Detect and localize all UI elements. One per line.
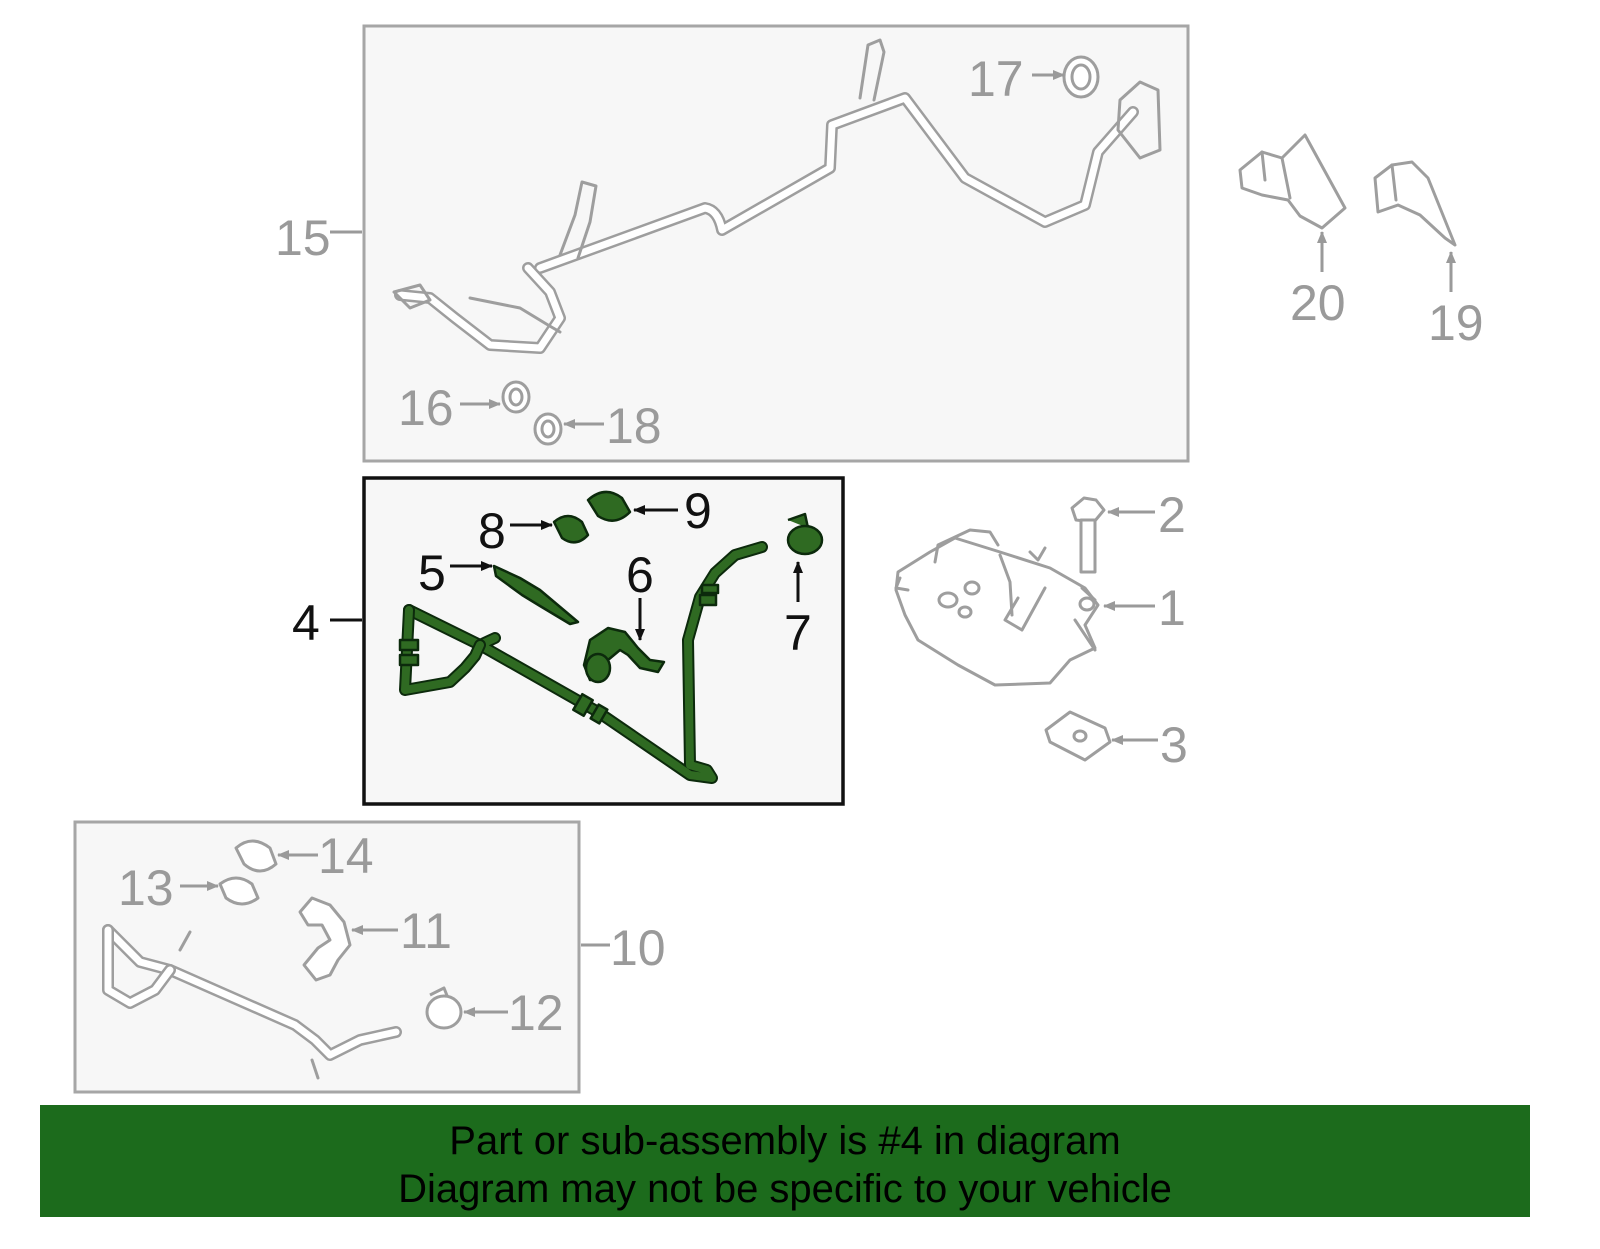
callout-3: 3 [1160,717,1188,773]
callout-13: 13 [118,860,174,916]
banner-line-1: Part or sub-assembly is #4 in diagram [449,1119,1121,1163]
callout-4: 4 [292,595,320,651]
part-6-clamp[interactable] [582,626,666,684]
part-11-clamp[interactable] [298,896,352,982]
part-1-cooler-module[interactable] [894,528,1100,687]
callout-15: 15 [275,210,331,266]
callout-11: 11 [400,903,452,959]
part-16-o-ring[interactable] [501,380,531,414]
callout-17: 17 [968,51,1024,107]
part-4-hose-assembly[interactable] [398,541,768,784]
part-12-clip[interactable] [425,986,463,1030]
callout-12: 12 [508,985,564,1041]
part-9-seal[interactable] [586,490,632,522]
part-7-clip[interactable] [786,512,824,556]
part-20-bracket[interactable] [1238,133,1347,230]
part-3-nut-clip[interactable] [1044,710,1112,762]
part-8-seal[interactable] [552,514,590,544]
part-18-o-ring[interactable] [533,412,563,446]
part-19-bracket[interactable] [1373,160,1457,247]
callout-18: 18 [606,398,662,454]
assembly-box-15 [362,24,1190,463]
callout-16: 16 [398,380,454,436]
callout-9: 9 [684,483,712,539]
callout-2: 2 [1158,487,1186,543]
info-banner: Part or sub-assembly is #4 in diagram Di… [40,1105,1530,1217]
part-5-shield[interactable] [492,564,580,626]
callout-20: 20 [1290,275,1346,331]
part-17-o-ring[interactable] [1062,55,1100,99]
callout-10: 10 [610,920,666,976]
part-10-hose-assembly[interactable] [102,924,402,1080]
callout-5: 5 [418,545,446,601]
banner-line-2: Diagram may not be specific to your vehi… [398,1167,1172,1211]
callout-1: 1 [1158,580,1186,636]
part-14-seal[interactable] [234,839,278,873]
part-13-seal[interactable] [218,876,260,906]
callout-8: 8 [478,503,506,559]
callout-19: 19 [1428,295,1484,351]
callout-7: 7 [784,605,812,661]
callout-14: 14 [318,828,374,884]
part-2-bolt[interactable] [1070,496,1106,574]
callout-6: 6 [626,547,654,603]
part-15-line-assembly[interactable] [392,38,1162,354]
